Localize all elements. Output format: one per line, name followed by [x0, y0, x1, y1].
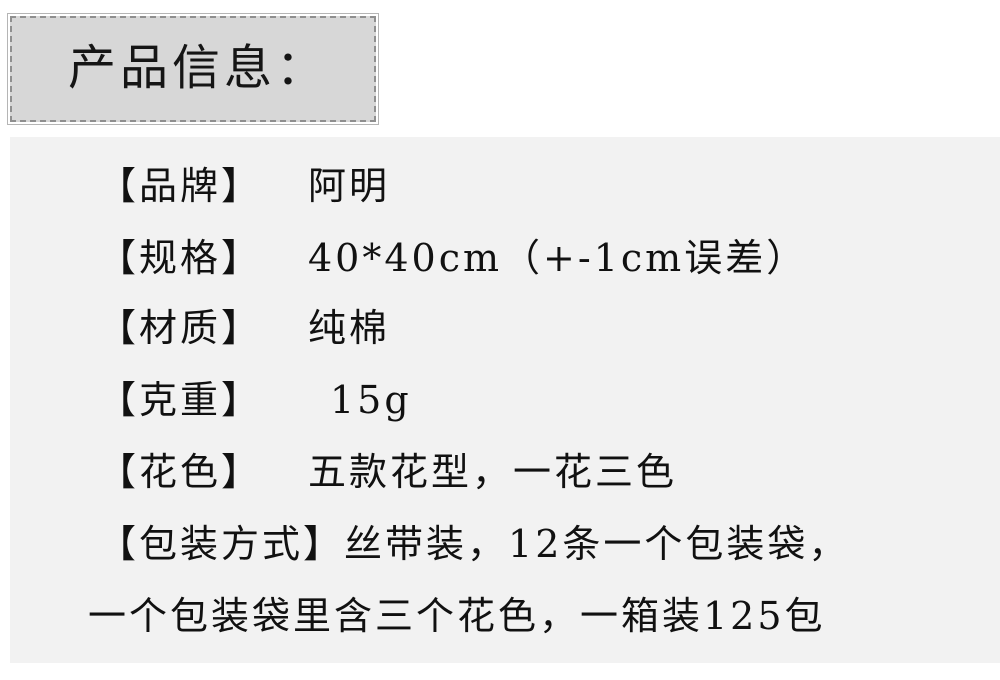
material-row: 【材质】 纯棉: [98, 301, 390, 355]
product-info-panel: 【品牌】 阿明 【规格】 40*40cm（+-1cm误差） 【材质】 纯棉 【克…: [10, 137, 1000, 663]
packaging-label: 【包装方式】: [98, 522, 345, 566]
material-value: 纯棉: [308, 306, 391, 350]
pattern-value: 五款花型，一花三色: [308, 450, 678, 494]
brand-label: 【品牌】: [98, 164, 263, 208]
packaging-continuation-row: 一个包装袋里含三个花色，一箱装125包: [88, 589, 826, 643]
product-info-header: 产品信息：: [7, 13, 379, 125]
weight-label: 【克重】: [98, 378, 263, 422]
pattern-row: 【花色】 五款花型，一花三色: [98, 445, 677, 499]
spec-row: 【规格】 40*40cm（+-1cm误差）: [98, 231, 807, 285]
spec-label: 【规格】: [98, 236, 263, 280]
material-label: 【材质】: [98, 306, 263, 350]
weight-row: 【克重】 15g: [98, 373, 412, 427]
pattern-label: 【花色】: [98, 450, 263, 494]
weight-value: 15g: [330, 378, 412, 422]
spec-value: 40*40cm（+-1cm误差）: [308, 236, 808, 280]
brand-value: 阿明: [308, 164, 391, 208]
packaging-value: 丝带装，12条一个包装袋，: [344, 522, 850, 566]
brand-row: 【品牌】 阿明: [98, 159, 390, 213]
packaging-continuation: 一个包装袋里含三个花色，一箱装125包: [88, 594, 826, 638]
packaging-row: 【包装方式】 丝带装，12条一个包装袋，: [98, 517, 849, 571]
page-title: 产品信息：: [68, 40, 329, 96]
